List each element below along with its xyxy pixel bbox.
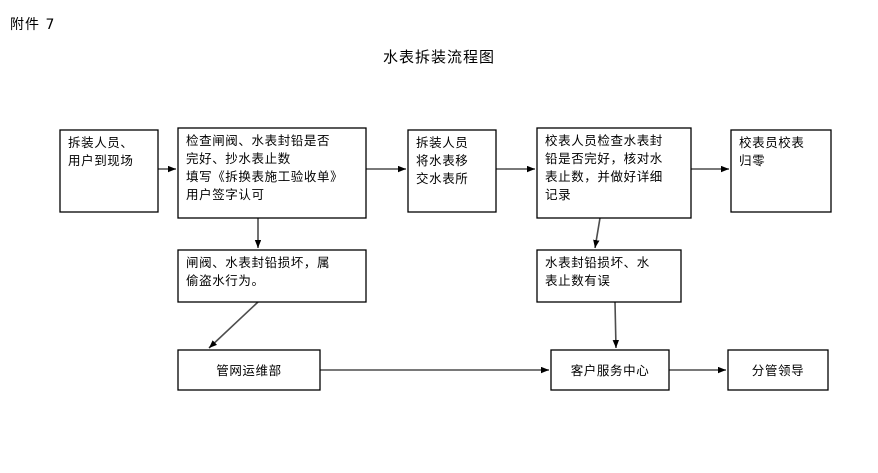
- node-box[interactable]: [727, 349, 829, 391]
- node-box[interactable]: [177, 249, 367, 303]
- node-label-line: 铅是否完好，核对水: [545, 151, 663, 166]
- page-title: 水表拆装流程图: [382, 48, 495, 66]
- flow-edges: [158, 165, 729, 374]
- flow-node[interactable]: 管网运维部: [177, 349, 321, 391]
- flow-edge: [612, 301, 620, 349]
- node-label-line: 记录: [545, 187, 571, 202]
- flow-node[interactable]: 客户服务中心: [550, 349, 670, 391]
- node-box[interactable]: [407, 129, 497, 213]
- node-label-line: 完好、抄水表止数: [186, 151, 291, 166]
- flow-edge: [208, 301, 259, 349]
- edge-path: [593, 217, 601, 249]
- node-label-line: 交水表所: [416, 171, 468, 186]
- node-box[interactable]: [550, 349, 670, 391]
- node-label-line: 填写《拆换表施工验收单》: [186, 169, 343, 184]
- node-label-line: 偷盗水行为。: [186, 273, 265, 288]
- node-label-line: 拆装人员、: [68, 135, 134, 150]
- node-box[interactable]: [730, 129, 832, 213]
- node-label-line: 客户服务中心: [571, 363, 650, 378]
- node-label-line: 表止数，并做好详细: [545, 169, 663, 184]
- node-label-line: 拆装人员: [416, 135, 468, 150]
- flow-edge: [593, 217, 601, 249]
- flow-nodes: 拆装人员、用户到现场检查闸阀、水表封铅是否完好、抄水表止数填写《拆换表施工验收单…: [59, 127, 832, 391]
- node-label-line: 校表员校表: [739, 135, 805, 150]
- node-label-line: 用户到现场: [68, 153, 134, 168]
- flow-node[interactable]: 分管领导: [727, 349, 829, 391]
- node-box[interactable]: [177, 127, 367, 219]
- node-label-line: 用户签字认可: [186, 187, 265, 202]
- edge-path: [612, 301, 620, 349]
- node-label-line: 管网运维部: [216, 363, 282, 378]
- node-label-line: 将水表移: [416, 153, 468, 168]
- node-box[interactable]: [59, 129, 159, 213]
- edge-path: [208, 301, 259, 349]
- node-label-line: 水表封铅损坏、水: [545, 255, 650, 270]
- node-label-line: 闸阀、水表封铅损坏，属: [186, 255, 330, 270]
- node-label-line: 校表人员检查水表封: [545, 133, 663, 148]
- attachment-label: 附件 7: [10, 17, 56, 33]
- node-label-line: 检查闸阀、水表封铅是否: [186, 133, 330, 148]
- node-box[interactable]: [536, 249, 682, 303]
- flow-node[interactable]: 拆装人员、用户到现场: [59, 129, 159, 213]
- node-box[interactable]: [177, 349, 321, 391]
- node-label-line: 归零: [739, 153, 765, 168]
- node-box[interactable]: [536, 127, 692, 219]
- node-label-line: 表止数有误: [545, 273, 611, 288]
- node-label-line: 分管领导: [752, 363, 804, 378]
